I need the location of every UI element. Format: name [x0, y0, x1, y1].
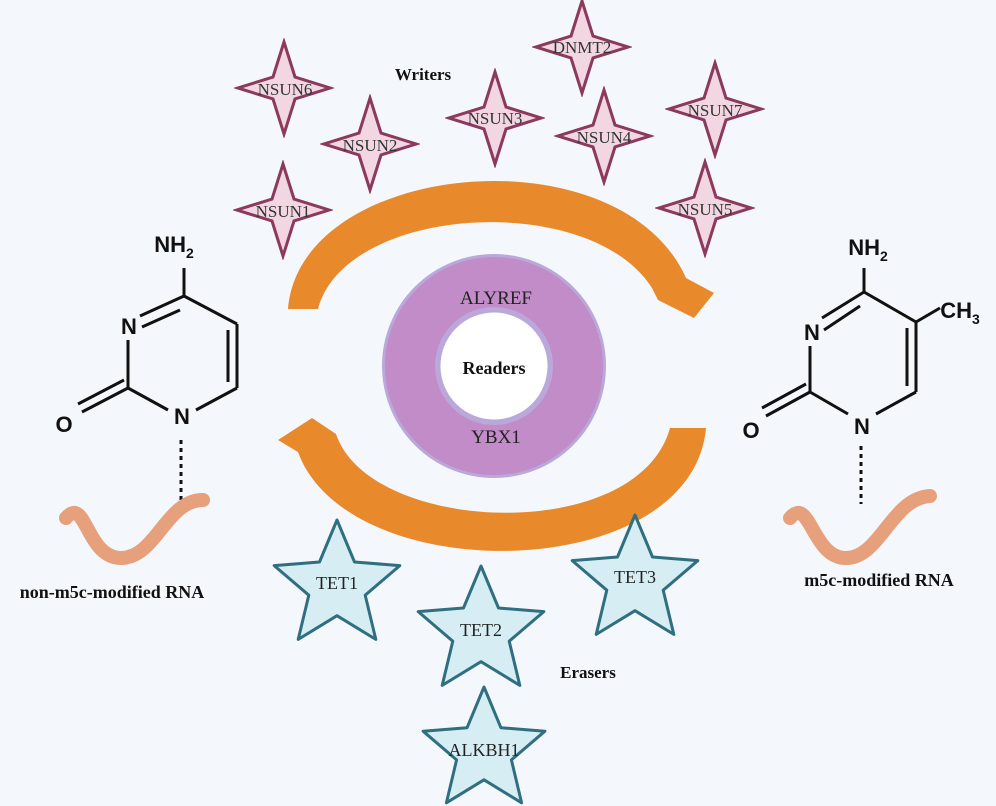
eraser-star-alkbh1	[421, 685, 547, 805]
writer-nsun3: NSUN3	[447, 70, 543, 166]
cycle-arrows	[278, 180, 714, 551]
lower-cycle-arrow	[278, 418, 706, 551]
right-methylcytosine-structure	[761, 268, 941, 418]
writer-label: DNMT2	[553, 38, 612, 57]
eraser-star-tet1	[272, 518, 402, 641]
left-nh2-label: NH2	[154, 232, 194, 261]
writer-label: NSUN5	[678, 200, 733, 219]
erasers-heading: Erasers	[560, 663, 616, 682]
writer-nsun4: NSUN4	[556, 88, 652, 184]
writer-nsun2: NSUN2	[322, 96, 418, 192]
writer-dnmt2: DNMT2	[534, 0, 630, 95]
eraser-label-tet2: TET2	[460, 620, 502, 640]
right-nh2-label: NH2	[848, 235, 888, 264]
reader-label-top: ALYREF	[460, 288, 532, 309]
right-n-top-label: N	[804, 320, 820, 345]
right-n-bottom-label: N	[854, 414, 870, 439]
eraser-label-tet1: TET1	[316, 573, 358, 593]
writer-label: NSUN6	[258, 80, 313, 99]
left-n-bottom-label: N	[174, 404, 190, 429]
writer-label: NSUN7	[688, 101, 743, 120]
writer-nsun5: NSUN5	[657, 160, 753, 256]
eraser-star-tet3	[570, 513, 700, 636]
eraser-label-tet3: TET3	[614, 567, 656, 587]
upper-cycle-arrow	[288, 180, 714, 318]
writer-label: NSUN2	[343, 136, 398, 155]
left-n-top-label: N	[121, 314, 137, 339]
left-cytosine-structure	[77, 268, 239, 414]
writers-heading: Writers	[395, 65, 452, 84]
writer-nsun7: NSUN7	[667, 61, 763, 157]
right-ch3-label: CH3	[940, 298, 980, 327]
writer-label: NSUN1	[256, 202, 311, 221]
writer-label: NSUN3	[468, 109, 523, 128]
reader-label-bottom: YBX1	[471, 427, 521, 448]
right-o-label: O	[742, 418, 759, 443]
writer-label: NSUN4	[577, 128, 632, 147]
eraser-star-tet2	[416, 564, 546, 687]
readers-heading: Readers	[463, 358, 526, 378]
writer-nsun6: NSUN6	[236, 40, 332, 136]
right-rna-strand	[783, 489, 937, 566]
right-molecule-caption: m5c-modified RNA	[804, 570, 953, 590]
eraser-label-alkbh1: ALKBH1	[449, 740, 520, 760]
writer-nsun1: NSUN1	[235, 162, 331, 258]
left-molecule-caption: non-m5c-modified RNA	[20, 582, 205, 602]
readers-ring: ALYREF Readers YBX1	[382, 254, 606, 478]
left-rna-strand	[59, 493, 210, 566]
left-o-label: O	[55, 412, 72, 437]
erasers-group	[272, 513, 700, 805]
